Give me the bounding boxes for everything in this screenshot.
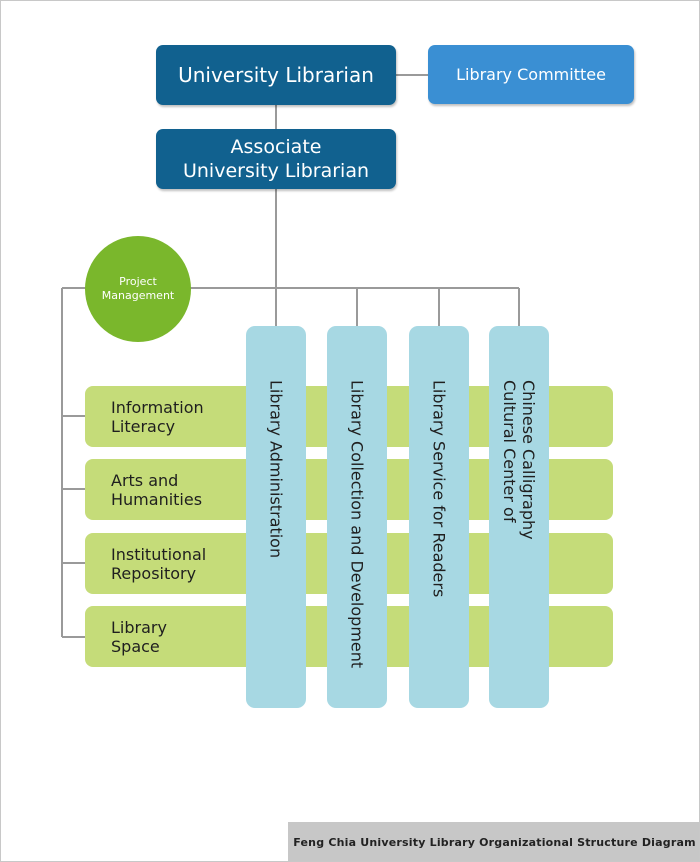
project-management-label-line1: Project xyxy=(119,275,157,288)
unit-label-cultural-center-line1: Cultural Center of xyxy=(500,380,519,523)
unit-column-service-for-readers: Library Service for Readers xyxy=(409,326,469,708)
unit-column-collection-development: Library Collection and Development xyxy=(327,326,387,708)
project-label-line1: Information xyxy=(111,397,204,417)
unit-label-cultural-center-line2: Chinese Calligraphy xyxy=(519,380,538,540)
unit-column-library-administration: Library Administration xyxy=(246,326,306,708)
associate-librarian-box: Associate University Librarian xyxy=(156,129,396,189)
unit-column-cultural-center: Cultural Center of Chinese Calligraphy xyxy=(489,326,549,708)
library-committee-label: Library Committee xyxy=(456,65,606,84)
diagram-caption-text: Feng Chia University Library Organizatio… xyxy=(293,836,696,849)
unit-label-collection-development: Library Collection and Development xyxy=(347,380,367,669)
project-label-line2: Humanities xyxy=(111,489,203,509)
associate-librarian-label-line2: University Librarian xyxy=(182,160,370,182)
university-librarian-label: University Librarian xyxy=(178,63,374,87)
project-label-line2: Space xyxy=(111,636,160,656)
project-management-label-line2: Management xyxy=(101,289,175,302)
unit-label-service-for-readers: Library Service for Readers xyxy=(429,380,449,598)
project-label-line1: Arts and xyxy=(111,470,179,490)
library-committee-box: Library Committee xyxy=(428,45,634,104)
project-label-library-space: Library Space xyxy=(111,618,167,656)
project-label-line2: Repository xyxy=(111,563,197,583)
project-label-line1: Institutional xyxy=(111,544,207,564)
project-label-information-literacy: Information Literacy xyxy=(111,398,204,436)
project-label-line2: Literacy xyxy=(111,416,176,436)
project-label-institutional-repository: Institutional Repository xyxy=(111,545,206,583)
project-label-line1: Library xyxy=(111,617,167,637)
diagram-caption: Feng Chia University Library Organizatio… xyxy=(288,822,699,861)
university-librarian-box: University Librarian xyxy=(156,45,396,105)
unit-label-library-administration: Library Administration xyxy=(266,380,286,559)
associate-librarian-label-line1: Associate xyxy=(230,136,322,158)
project-management-circle: Project Management xyxy=(85,236,191,342)
project-label-arts-humanities: Arts and Humanities xyxy=(111,471,202,509)
